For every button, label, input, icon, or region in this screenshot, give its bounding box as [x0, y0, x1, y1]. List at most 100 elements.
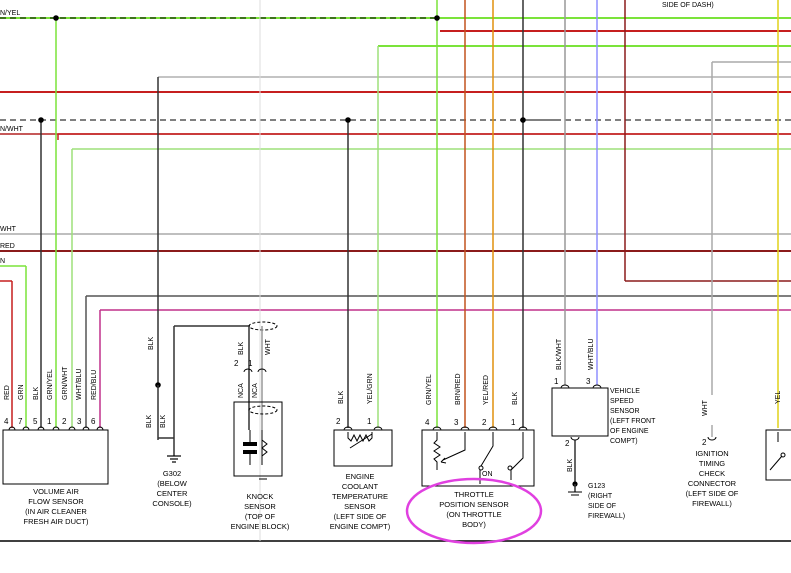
- wire-label: GRN: [18, 384, 25, 400]
- ignition-title-line: CHECK: [699, 469, 725, 478]
- wire-label: BLK: [338, 390, 345, 404]
- wire-label: N/YEL: [0, 10, 20, 17]
- tps-sensor: GRN/YEL BRN/RED YEL/RED BLK 4 3 2 1 ON T…: [405, 373, 543, 545]
- bus-wires: [0, 17, 791, 542]
- knock-sensor: BLK WHT 2 1 NCA NCA KNOCK SENSOR (TOP OF…: [231, 321, 290, 531]
- ignition-timing-connector: WHT 2 IGNITION TIMING CHECK CONNECTOR (L…: [686, 395, 739, 508]
- wire-label: WHT: [0, 226, 17, 233]
- wire-label: BLK: [146, 414, 153, 428]
- ground-g302: BLK BLK BLK G302 (BELOW CENTER CONSOLE): [146, 325, 250, 508]
- ect-title-line: ENGINE COMPT): [330, 522, 391, 531]
- wire-label: BLK/WHT: [556, 338, 563, 370]
- pin-number: 6: [91, 417, 96, 426]
- wire-label: BLK: [512, 391, 519, 405]
- pin-number: 3: [454, 418, 459, 427]
- ect-title-line: TEMPERATURE: [332, 492, 388, 501]
- maf-wire-labels: RED GRN BLK GRN/YEL GRN/WHT WHT/BLU RED/…: [4, 366, 98, 400]
- tps-title-line: THROTTLE: [454, 490, 494, 499]
- shield-loop: [248, 321, 278, 331]
- wire-label: BRN/RED: [455, 373, 462, 405]
- vss-title-line: COMPT): [610, 438, 638, 445]
- knock-title-line: SENSOR: [244, 502, 276, 511]
- wire-label: BLK: [160, 414, 167, 428]
- tps-on-label: ON: [482, 471, 493, 478]
- right-partial-component: YEL: [765, 391, 791, 481]
- wire-label: NCA: [238, 383, 245, 398]
- ect-sensor: BLK YEL/GRN 2 1 ENGINE COOLANT TEMPERATU…: [330, 373, 393, 531]
- wire-label: BLK: [238, 341, 245, 355]
- pin-number: 4: [425, 418, 430, 427]
- vss-title-line: VEHICLE: [610, 388, 640, 395]
- pin-number: 4: [4, 417, 9, 426]
- pin-number: 2: [336, 417, 341, 426]
- wire-label: N/WHT: [0, 126, 24, 133]
- wire-label: YEL: [775, 391, 782, 404]
- wire-label: WHT: [702, 399, 709, 416]
- wire-label: YEL/GRN: [367, 373, 374, 404]
- pin-number: 1: [47, 417, 52, 426]
- pin-number: 1: [367, 417, 372, 426]
- wire-label: BLK: [567, 458, 574, 472]
- pin-number: 2: [565, 439, 570, 448]
- g302-title-line: CENTER: [157, 489, 188, 498]
- g123-title-line: (RIGHT: [588, 493, 613, 500]
- g302-title-line: G302: [163, 469, 181, 478]
- tps-title-line: POSITION SENSOR: [439, 500, 509, 509]
- ect-title-line: SENSOR: [344, 502, 376, 511]
- tps-title-line: BODY): [462, 520, 486, 529]
- g302-title-line: CONSOLE): [152, 499, 192, 508]
- pin-number: 1: [248, 359, 253, 368]
- splice-dots: [38, 15, 526, 388]
- g123-title-line: SIDE OF: [588, 503, 616, 510]
- tps-title-line: (ON THROTTLE: [446, 510, 501, 519]
- wire-label: GRN/YEL: [426, 374, 433, 405]
- g123-title-line: G123: [588, 483, 605, 490]
- wire-label: GRN/YEL: [47, 369, 54, 400]
- vss-title-line: (LEFT FRONT: [610, 418, 656, 425]
- pin-number: 2: [482, 418, 487, 427]
- vss-title-line: SENSOR: [610, 408, 640, 415]
- wire-label: RED/BLU: [91, 370, 98, 400]
- maf-title-line: FLOW SENSOR: [28, 497, 84, 506]
- knock-title-line: (TOP OF: [245, 512, 276, 521]
- maf-box: [2, 429, 109, 485]
- ignition-title-line: IGNITION: [695, 449, 728, 458]
- ect-title-line: COOLANT: [342, 482, 379, 491]
- pin-number: 3: [586, 377, 591, 386]
- ignition-title-line: FIREWALL): [692, 499, 732, 508]
- maf-title-line: (IN AIR CLEANER: [25, 507, 87, 516]
- wire-label: NCA: [252, 383, 259, 398]
- top-label: SIDE OF DASH): [662, 2, 714, 9]
- maf-pins: 4 7 5 1 2 3 6: [4, 417, 96, 426]
- tps-highlight-circle: [405, 477, 543, 545]
- pin-number: 2: [702, 438, 707, 447]
- knock-title-line: ENGINE BLOCK): [231, 522, 290, 531]
- maf-title-line: VOLUME AIR: [33, 487, 79, 496]
- pin-number: 2: [234, 359, 239, 368]
- knock-box: [233, 401, 283, 477]
- left-wire-labels: N/YEL N/WHT WHT RED N: [0, 10, 24, 265]
- wire-label: RED: [0, 243, 15, 250]
- pin-number: 7: [18, 417, 23, 426]
- ect-title-line: (LEFT SIDE OF: [334, 512, 387, 521]
- vertical-wires: [11, 0, 791, 541]
- ect-box: [333, 429, 393, 467]
- ignition-title-line: CONNECTOR: [688, 479, 737, 488]
- wire-label: N: [0, 258, 5, 265]
- vss-sensor: BLK/WHT WHT/BLU 1 3 2 BLK VEHICLE SPEED …: [551, 338, 656, 472]
- pin-number: 2: [62, 417, 67, 426]
- pin-number: 1: [554, 377, 559, 386]
- wire-label: BLK: [33, 386, 40, 400]
- wire-label: BLK: [148, 336, 155, 350]
- wire-label: WHT/BLU: [588, 339, 595, 371]
- ground-g123: G123 (RIGHT SIDE OF FIREWALL): [568, 481, 625, 520]
- pin-number: 3: [77, 417, 82, 426]
- pin-number: 1: [511, 418, 516, 427]
- ignition-title-line: (LEFT SIDE OF: [686, 489, 739, 498]
- tps-box: [421, 429, 535, 487]
- wire-label: WHT: [265, 338, 272, 355]
- wire-label: GRN/WHT: [62, 366, 69, 400]
- vss-title-line: OF ENGINE: [610, 428, 649, 435]
- ignition-title-line: TIMING: [699, 459, 725, 468]
